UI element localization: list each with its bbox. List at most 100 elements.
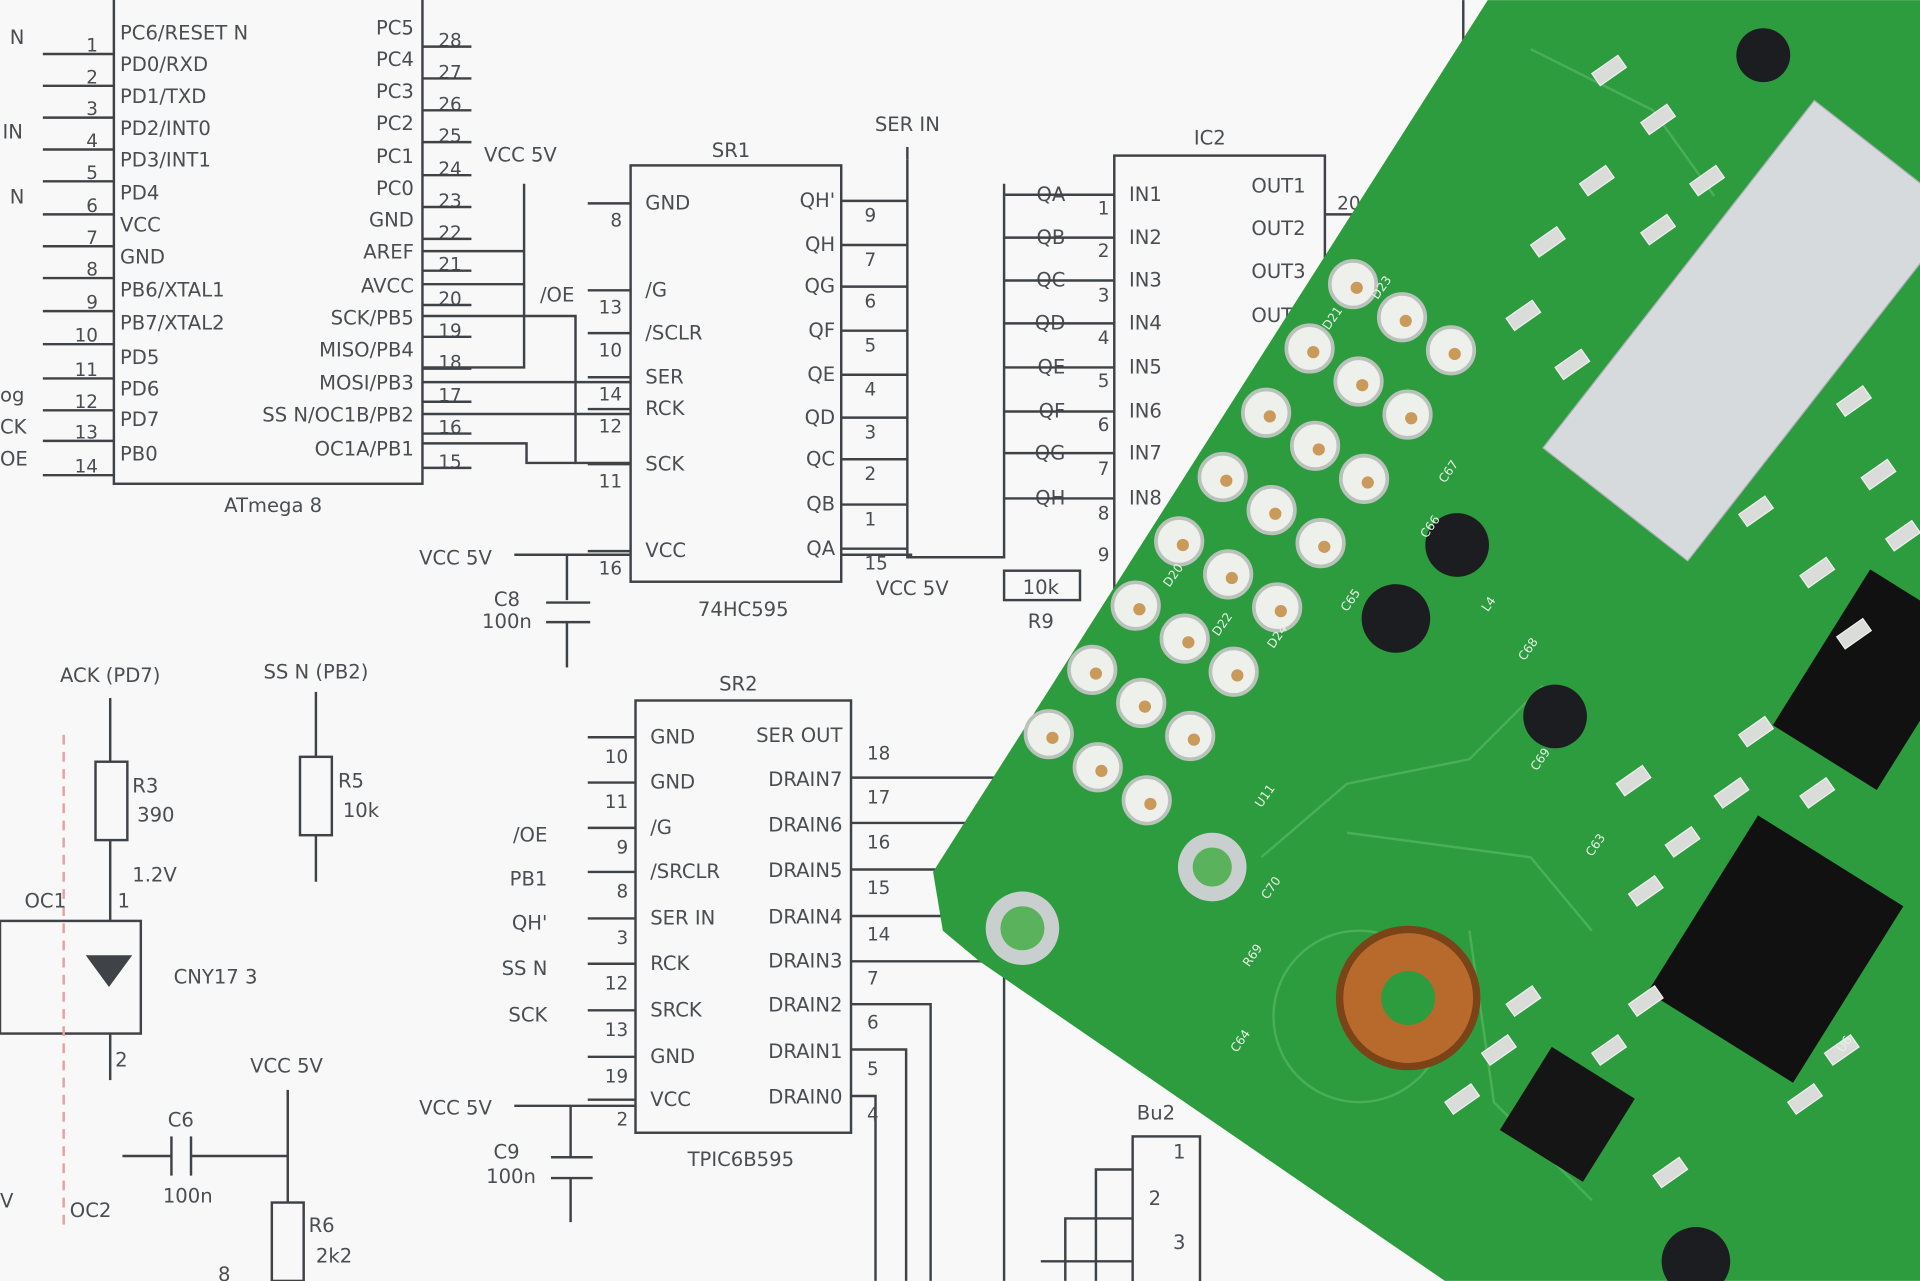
labels-7-label: 10k [1023,576,1060,599]
smd-component [1590,1034,1628,1067]
labels-45-label: V [0,1189,14,1212]
atmega8-right_nums-9-label: 19 [438,321,461,342]
smd-component [1737,495,1775,528]
led-die [1361,476,1374,489]
labels-15-label: 1.2V [132,864,177,887]
smd-component [1786,1083,1824,1116]
sr1-left_nums-3-label: 14 [599,385,622,406]
atmega8-left_pins-7-label: GND [120,245,165,268]
labels-33-label: C9 [493,1140,519,1163]
wire [906,159,1006,559]
led-die [1089,667,1103,680]
atmega8-left_pins-8-label: PB6/XTAL1 [120,278,225,301]
atmega8-right_pins-9-label: SCK/PB5 [331,307,414,330]
atmega8-right_nums-1-label: 27 [438,62,461,83]
led-die [1274,604,1287,618]
sr1-right_pins-5-label: QD [805,406,836,429]
sr2-right_nums-7-label: 5 [867,1059,879,1080]
ic2-input_nums-3-label: 4 [1098,328,1110,349]
smd-component [1835,617,1873,650]
atmega8-right_nums-6-label: 22 [438,223,461,244]
led-die [1448,347,1461,361]
pcb-silkscreen-4-label: L4 [1479,594,1499,614]
labels-38-label: 3 [1173,1231,1185,1254]
atmega8-left_pins-13-label: PB0 [120,443,158,466]
atmega8-left_pins-6-label: VCC [120,214,161,237]
sr1-right_pins-4-label: QE [807,363,835,386]
labels-12-label: 390 [137,804,174,827]
labels-25-label: OC2 [70,1199,112,1222]
electrolytic-capacitor [1425,513,1489,577]
atmega8-right_nums-7-label: 21 [438,255,461,276]
atmega8-left_nums-3-label: 4 [86,131,98,152]
sr2-right_nums-2-label: 16 [867,833,890,854]
ic2-inputs-1-label: IN2 [1129,226,1162,249]
labels-26-label: 8 [218,1263,230,1281]
sr1-right_nums-2-label: 6 [864,291,876,312]
led-die [1220,474,1233,487]
led-die [1133,603,1146,616]
sr2-left_nums-3-label: 8 [616,882,628,903]
smd-component [1713,776,1750,809]
atmega8-left_nums-4-label: 5 [86,163,98,184]
labels-30-label: SS N [502,957,548,980]
labels-27-label: /OE [513,823,547,846]
atmega8-right_nums-13-label: 15 [438,452,461,473]
ic2-input_nums-8-label: 9 [1098,545,1110,566]
ic2-inputs-7-label: IN8 [1129,487,1162,510]
smd-component [1652,1156,1689,1189]
led-array [1023,259,1477,826]
led-die [1350,281,1363,294]
sr1-right_nums-1-label: 7 [864,250,876,271]
atmega8-left_nums-11-label: 12 [75,392,98,413]
atmega8-right_pins-8-label: AVCC [361,275,414,298]
cny17-optocoupler-body [0,919,143,1035]
atmega8-right_pins-7-label: AREF [363,240,414,263]
sr1-right_pins-0-label: QH' [800,189,836,212]
smd-component [1627,874,1664,907]
wire [851,1094,877,1281]
sr1-ref-label: SR1 [712,139,750,162]
ic2-inputs-5-label: IN6 [1129,400,1162,423]
electrolytic-capacitor [1523,684,1587,749]
sr2-left_nums-5-label: 12 [605,973,628,994]
ic2-input_nums-1-label: 2 [1098,241,1110,262]
atmega8-right_pins-11-label: MOSI/PB3 [319,371,414,394]
ic2-input_nums-4-label: 5 [1098,371,1110,392]
labels-6-label: VCC 5V [876,577,949,600]
smd-component [1884,519,1920,552]
sr1-left_pins-1-label: /G [645,278,667,301]
labels-0-label: SER IN [875,113,940,136]
sr2-right_nums-8-label: 4 [867,1105,879,1126]
wire [191,1154,289,1203]
labels-5-label: 100n [482,610,532,633]
sr2-right_pins-3-label: DRAIN5 [768,859,842,882]
smd-component [1627,985,1664,1018]
sr1-left_nums-0-label: 8 [610,211,622,232]
ic2-outputs-1-label: OUT2 [1251,217,1305,240]
led-die [1307,346,1320,359]
led-die [1138,700,1152,713]
sr2-right_nums-4-label: 14 [867,925,890,946]
smd-component [1590,54,1628,87]
ic2-inputs-6-label: IN7 [1129,441,1162,464]
smd-component [1664,825,1701,858]
labels-35-label: Bu2 [1137,1101,1175,1124]
atmega8-right_nums-12-label: 16 [438,418,461,439]
sr2-right_nums-3-label: 15 [867,878,890,899]
labels-2-label: /OE [540,283,574,306]
sr1-left_pins-4-label: RCK [645,397,685,420]
smd-component [1799,776,1836,809]
ic2-input_nums-0-label: 1 [1098,198,1110,219]
labels-18-label: CNY17 3 [174,965,258,988]
sr2-left_nums-0-label: 10 [605,747,628,768]
schematic: PC6/RESET N1PD0/RXD2PD1/TXD3PD2/INT04PD3… [0,0,1465,1281]
pcb-board: U11C70R69C64L4C65C66C67C68C69D20D21D22D2… [933,0,1920,1281]
sr2-left_nums-7-label: 19 [605,1067,628,1088]
atmega8-right_nums-11-label: 17 [438,386,461,407]
led-die [1405,412,1418,425]
sr2-right_pins-1-label: DRAIN7 [768,768,842,791]
led-die [1225,571,1238,585]
smd-component [1615,764,1652,797]
